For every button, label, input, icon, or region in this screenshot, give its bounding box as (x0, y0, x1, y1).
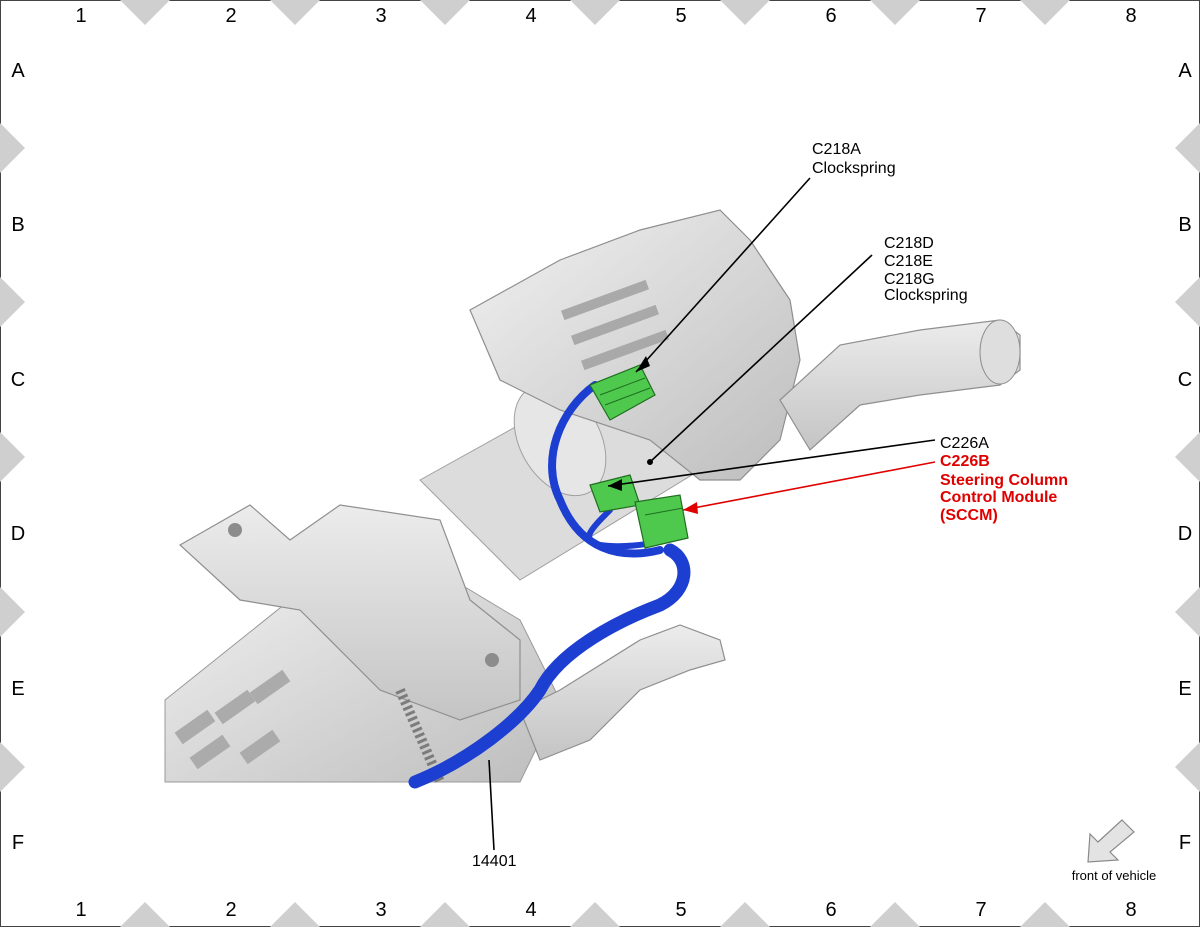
bracket-hole-right (485, 653, 499, 667)
grid-col-7-top: 7 (975, 5, 986, 27)
grid-col-6-bottom: 6 (825, 899, 836, 921)
grid-row-f-left: F (12, 832, 24, 854)
grid-col-3-bottom: 3 (375, 899, 386, 921)
grid-row-d-left: D (11, 523, 25, 545)
grid-col-2-top: 2 (225, 5, 236, 27)
leader-c218a (635, 177, 811, 373)
right-border-markers (1175, 123, 1200, 792)
callout-c218d: C218D C218E C218G Clockspring (884, 235, 968, 304)
grid-row-labels-right: A B C D E F (1178, 60, 1193, 854)
callout-c218d-line3: C218G (884, 271, 935, 288)
callout-c226b-line2: Steering Column (940, 472, 1068, 489)
grid-col-8-bottom: 8 (1125, 899, 1136, 921)
left-border-markers (0, 123, 25, 792)
callout-c218d-line2: C218E (884, 253, 933, 270)
stalk-end-cap (979, 319, 1021, 385)
connector-c226b (634, 494, 689, 549)
grid-col-1-bottom: 1 (75, 899, 86, 921)
grid-row-e-right: E (1178, 678, 1191, 700)
callout-c218a-line2: Clockspring (812, 160, 896, 177)
grid-col-7-bottom: 7 (975, 899, 986, 921)
callout-harness-14401: 14401 (472, 853, 517, 870)
grid-row-labels-left: A B C D E F (11, 60, 26, 854)
bracket-hole-left (228, 523, 242, 537)
grid-row-e-left: E (11, 678, 24, 700)
callout-c226b-line1: C226B (940, 453, 990, 470)
column-spring (395, 688, 445, 784)
leader-c226b (682, 461, 936, 511)
callout-c226a: C226A (940, 435, 989, 452)
callout-c218d-line4: Clockspring (884, 287, 968, 304)
front-of-vehicle-label: front of vehicle (1072, 868, 1157, 883)
steering-column-illustration (164, 209, 1021, 789)
callout-c226b: C226B Steering Column Control Module (SC… (940, 453, 1068, 524)
multifunction-stalk (779, 319, 1021, 451)
top-border-markers (120, 0, 1070, 25)
grid-row-c-left: C (11, 369, 25, 391)
grid-col-4-top: 4 (525, 5, 536, 27)
grid-row-b-left: B (11, 214, 24, 236)
bottom-border-markers (120, 902, 1070, 927)
grid-col-5-bottom: 5 (675, 899, 686, 921)
grid-row-b-right: B (1178, 214, 1191, 236)
connector-c218a (589, 364, 656, 421)
housing-ribs (561, 279, 669, 371)
grid-row-a-right: A (1178, 60, 1192, 82)
leader-14401 (488, 759, 495, 851)
lower-bracket (519, 624, 726, 761)
grid-col-4-bottom: 4 (525, 899, 536, 921)
grid-col-5-top: 5 (675, 5, 686, 27)
callout-c218a: C218A Clockspring (812, 141, 896, 177)
arrow-front-icon (1087, 819, 1135, 863)
grid-row-a-left: A (11, 60, 25, 82)
callout-c218d-line1: C218D (884, 235, 934, 252)
leader-lines (488, 177, 936, 851)
grid-row-c-right: C (1178, 369, 1192, 391)
grid-col-2-bottom: 2 (225, 899, 236, 921)
mounting-bracket (178, 504, 521, 721)
grid-column-labels-bottom: 1 2 3 4 5 6 7 8 (75, 899, 1136, 921)
grid-row-f-right: F (1179, 832, 1191, 854)
callout-c226b-line3: Control Module (940, 489, 1057, 506)
grid-col-3-top: 3 (375, 5, 386, 27)
grid-row-d-right: D (1178, 523, 1192, 545)
grid-col-1-top: 1 (75, 5, 86, 27)
grid-col-6-top: 6 (825, 5, 836, 27)
grid-column-labels-top: 1 2 3 4 5 6 7 8 (75, 5, 1136, 27)
grid-col-8-top: 8 (1125, 5, 1136, 27)
leader-c226a (607, 439, 936, 487)
callout-c226b-line4: (SCCM) (940, 507, 998, 524)
column-ribs (174, 669, 291, 770)
leader-c218d (649, 254, 873, 463)
callout-c218a-line1: C218A (812, 141, 861, 158)
